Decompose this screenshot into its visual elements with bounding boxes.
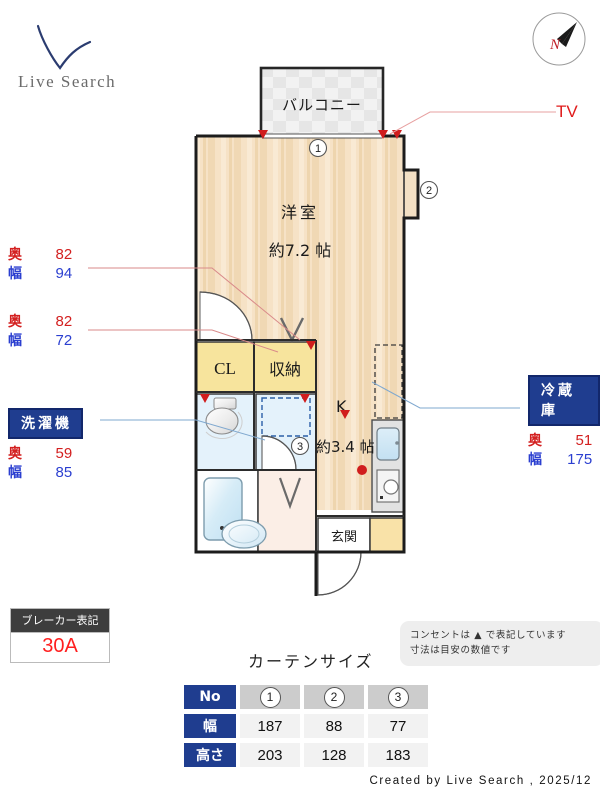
outlet-markers — [200, 130, 402, 475]
width-cell-2: 88 — [304, 714, 364, 738]
room-kitchen: K 約3.4 帖 — [316, 340, 405, 513]
toilet-fixture — [205, 407, 239, 435]
logo-text: Live Search — [18, 72, 117, 91]
room-closet: CL — [195, 341, 255, 393]
width-cell-1: 187 — [240, 714, 300, 738]
room-label-balcony: バルコニー — [282, 96, 362, 114]
washer-outline — [261, 397, 311, 437]
height-cell-2: 128 — [304, 743, 364, 767]
leader-lines — [88, 111, 556, 441]
svg-text:2: 2 — [426, 185, 432, 197]
fridge-badge: 冷蔵庫 — [528, 375, 600, 426]
dimension-closet-upper: 奥 82 幅 94 — [8, 245, 72, 283]
col-header-2: 2 — [304, 685, 364, 709]
circle-number-1: 1 — [259, 686, 281, 708]
width-key-3: 幅 — [8, 465, 22, 481]
row-label-no: No — [184, 685, 236, 709]
row-label-width: 幅 — [184, 714, 236, 738]
breaker-box: ブレーカー表記 30A — [10, 608, 110, 663]
washer-badge: 洗濯機 — [8, 408, 83, 439]
width-value-3: 85 — [55, 464, 73, 481]
note-line-2: 寸法は目安の数値です — [410, 645, 512, 656]
compass-rose: N — [528, 8, 590, 70]
annotation-washer: 洗濯機 奥 59 幅 85 — [8, 408, 83, 482]
col-header-1: 1 — [240, 685, 300, 709]
washroom — [221, 469, 317, 553]
width-key-1: 幅 — [8, 266, 22, 282]
wash-basin — [221, 519, 267, 549]
window-marker-3: 3 — [290, 436, 310, 456]
width-cell-3: 77 — [368, 714, 428, 738]
brand-logo: Live Search — [8, 18, 188, 98]
notes-box: コンセントは ▲ で表記しています 寸法は目安の数値です — [400, 621, 600, 666]
floor-plan: バルコニー 洋室 約7.2 帖 K 約3.4 帖 CL 収納 — [88, 66, 556, 596]
room-label-washitsu: 洋室 — [281, 203, 319, 222]
note-line-1: コンセントは ▲ で表記しています — [410, 630, 567, 641]
kitchen-sink — [376, 427, 400, 461]
dimension-closet-lower: 奥 82 幅 72 — [8, 312, 72, 350]
table-row-width: 幅 187 88 77 — [184, 714, 428, 738]
annotation-fridge: 冷蔵庫 奥 51 幅 175 — [528, 375, 600, 469]
washer-space — [255, 393, 317, 471]
room-balcony: バルコニー — [259, 66, 385, 137]
circle-number-2: 2 — [323, 686, 345, 708]
depth-value-1: 82 — [55, 246, 73, 263]
exterior-walls — [194, 134, 420, 596]
room-label-storage: 収納 — [269, 360, 301, 379]
fridge-space-outline — [374, 344, 403, 419]
logo-check-icon — [36, 24, 92, 70]
table-row-height: 高さ 203 128 183 — [184, 743, 428, 767]
breaker-header: ブレーカー表記 — [10, 608, 110, 633]
depth-value-2: 82 — [55, 313, 73, 330]
room-area-washitsu: 約7.2 帖 — [269, 241, 332, 260]
breaker-value: 30A — [10, 633, 110, 663]
depth-value-3: 59 — [55, 445, 73, 462]
row-label-height: 高さ — [184, 743, 236, 767]
svg-text:3: 3 — [297, 441, 303, 453]
window-marker-2: 2 — [419, 180, 439, 200]
table-row-no: No 1 2 3 — [184, 685, 428, 709]
interior-walls — [196, 339, 404, 552]
curtain-table-title: カーテンサイズ — [248, 652, 374, 671]
width-value-2: 72 — [55, 332, 73, 349]
width-value-1: 94 — [55, 265, 73, 282]
room-storage: 収納 — [253, 341, 317, 393]
depth-key-2: 奥 — [8, 314, 22, 330]
depth-key-3: 奥 — [8, 446, 22, 462]
depth-value-4: 51 — [575, 432, 593, 449]
shoe-cabinet — [369, 517, 405, 553]
window-1-opening — [262, 133, 382, 139]
width-value-4: 175 — [567, 451, 593, 468]
footer-credit: Created by Live Search , 2025/12 — [369, 775, 592, 787]
curtain-size-table: No 1 2 3 幅 187 88 77 高さ 203 128 183 — [180, 680, 432, 772]
col-header-3: 3 — [368, 685, 428, 709]
room-area-kitchen: 約3.4 帖 — [316, 438, 375, 456]
annotation-tv: TV — [556, 102, 578, 121]
room-label-entrance: 玄関 — [331, 530, 357, 545]
room-toilet — [195, 393, 255, 471]
height-cell-1: 203 — [240, 743, 300, 767]
depth-key-4: 奥 — [528, 433, 542, 449]
window-marker-1: 1 — [308, 138, 328, 158]
svg-text:1: 1 — [315, 143, 321, 155]
width-key-2: 幅 — [8, 333, 22, 349]
circle-number-3: 3 — [387, 686, 409, 708]
width-key-4: 幅 — [528, 452, 542, 468]
compass-north-label: N — [549, 37, 561, 53]
height-cell-3: 183 — [368, 743, 428, 767]
room-entrance: 玄関 — [315, 517, 405, 596]
room-label-kitchen: K — [336, 397, 347, 416]
depth-key-1: 奥 — [8, 247, 22, 263]
room-label-closet: CL — [214, 359, 236, 378]
